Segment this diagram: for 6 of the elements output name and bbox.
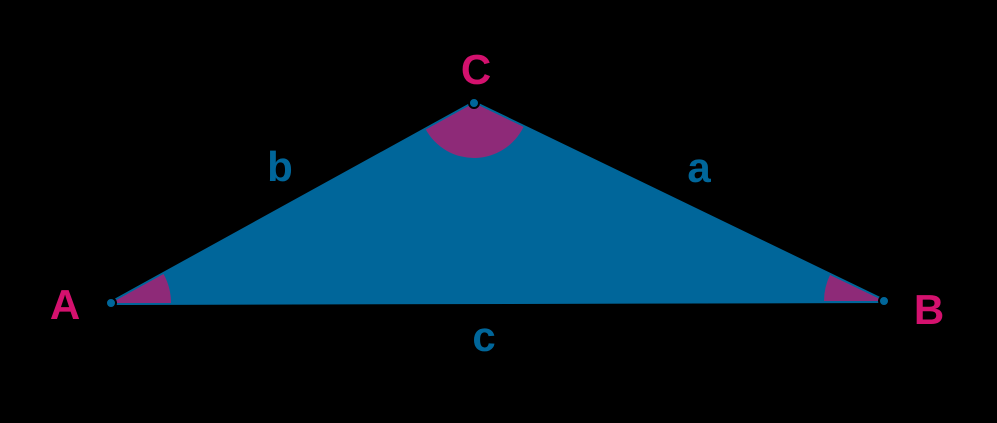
- vertex-label: B: [914, 289, 944, 331]
- vertex-label: C: [460, 49, 492, 91]
- side-label: c: [472, 316, 496, 358]
- vertex-label: A: [50, 284, 80, 326]
- side-label: b: [267, 146, 293, 188]
- side-label: a: [687, 147, 711, 189]
